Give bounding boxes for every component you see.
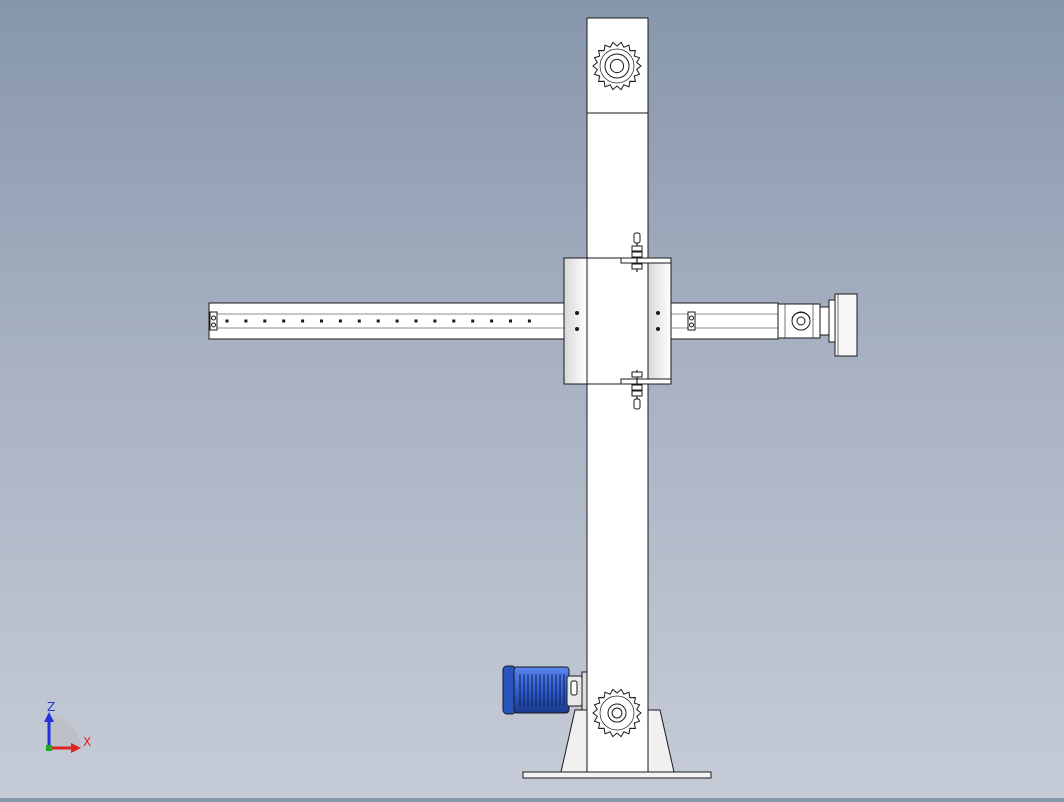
base-plate	[522, 709, 712, 779]
motor-cooling-fins	[519, 674, 565, 706]
sprocket-rim	[599, 695, 635, 731]
upper-adjust-bolt	[631, 232, 643, 272]
boom-hole	[490, 319, 494, 323]
origin-marker	[46, 745, 52, 751]
bottom-sprocket-icon	[592, 688, 642, 738]
lower-adjust-bolt	[631, 370, 643, 410]
boom-hole-row	[225, 319, 531, 323]
boom-hole	[527, 319, 531, 323]
x-arrowhead-icon	[71, 743, 81, 753]
boom-hole	[452, 319, 456, 323]
boom-hole	[509, 319, 512, 323]
z-axis-label: Z	[47, 700, 55, 714]
horizontal-boom	[208, 302, 779, 340]
sprocket-bore	[611, 707, 623, 719]
top-sprocket-housing	[586, 17, 649, 114]
boom-hole	[320, 319, 323, 323]
boom-hole	[433, 319, 437, 323]
boom-hole	[357, 319, 361, 323]
boom-hole	[263, 319, 267, 323]
boom-hole	[225, 319, 229, 323]
axis-triad: Z X	[44, 700, 91, 753]
boom-hole	[301, 319, 305, 323]
welding-head	[777, 293, 858, 357]
top-sprocket-icon	[592, 41, 642, 91]
x-axis-label: X	[83, 735, 91, 749]
vertical-column	[586, 112, 649, 773]
carriage	[563, 232, 672, 410]
z-arrowhead-icon	[44, 712, 54, 722]
sprocket-bore	[609, 58, 625, 74]
boom-hole	[395, 319, 399, 323]
bottom-sprocket	[592, 688, 642, 738]
boom-hole	[282, 319, 286, 323]
boom-hole	[244, 319, 248, 323]
drive-motor	[502, 665, 588, 715]
boom-hole	[471, 319, 475, 323]
boom-hole	[338, 319, 342, 323]
boom-hole	[376, 319, 380, 323]
boom-hole	[414, 319, 418, 323]
sprocket-rim	[599, 48, 635, 84]
